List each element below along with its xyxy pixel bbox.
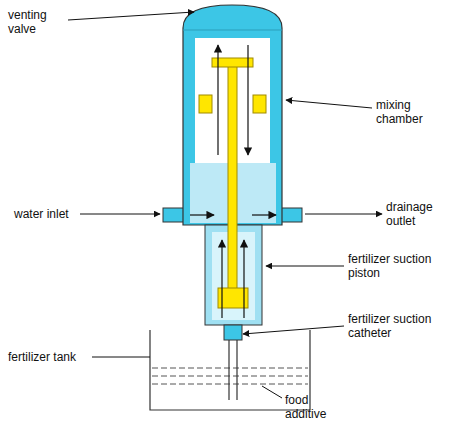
part-label: fertilizer suction piston — [348, 252, 460, 280]
nozzle — [224, 325, 242, 340]
suction-catheter — [229, 340, 237, 400]
leader-lines — [68, 12, 382, 398]
part-label: food additive — [285, 393, 345, 421]
part-label: fertilizer suction catheter — [348, 312, 460, 340]
part-label: venting valve — [8, 8, 66, 36]
valve-cap-line — [183, 30, 282, 31]
liquid-surface — [152, 368, 308, 384]
part-label: water inlet — [14, 207, 69, 221]
piston-assembly — [199, 58, 266, 308]
part-label: fertilizer tank — [8, 350, 76, 364]
part-label: mixing chamber — [376, 98, 446, 126]
part-label: drainage outlet — [386, 200, 456, 228]
flow-arrows — [190, 45, 276, 318]
